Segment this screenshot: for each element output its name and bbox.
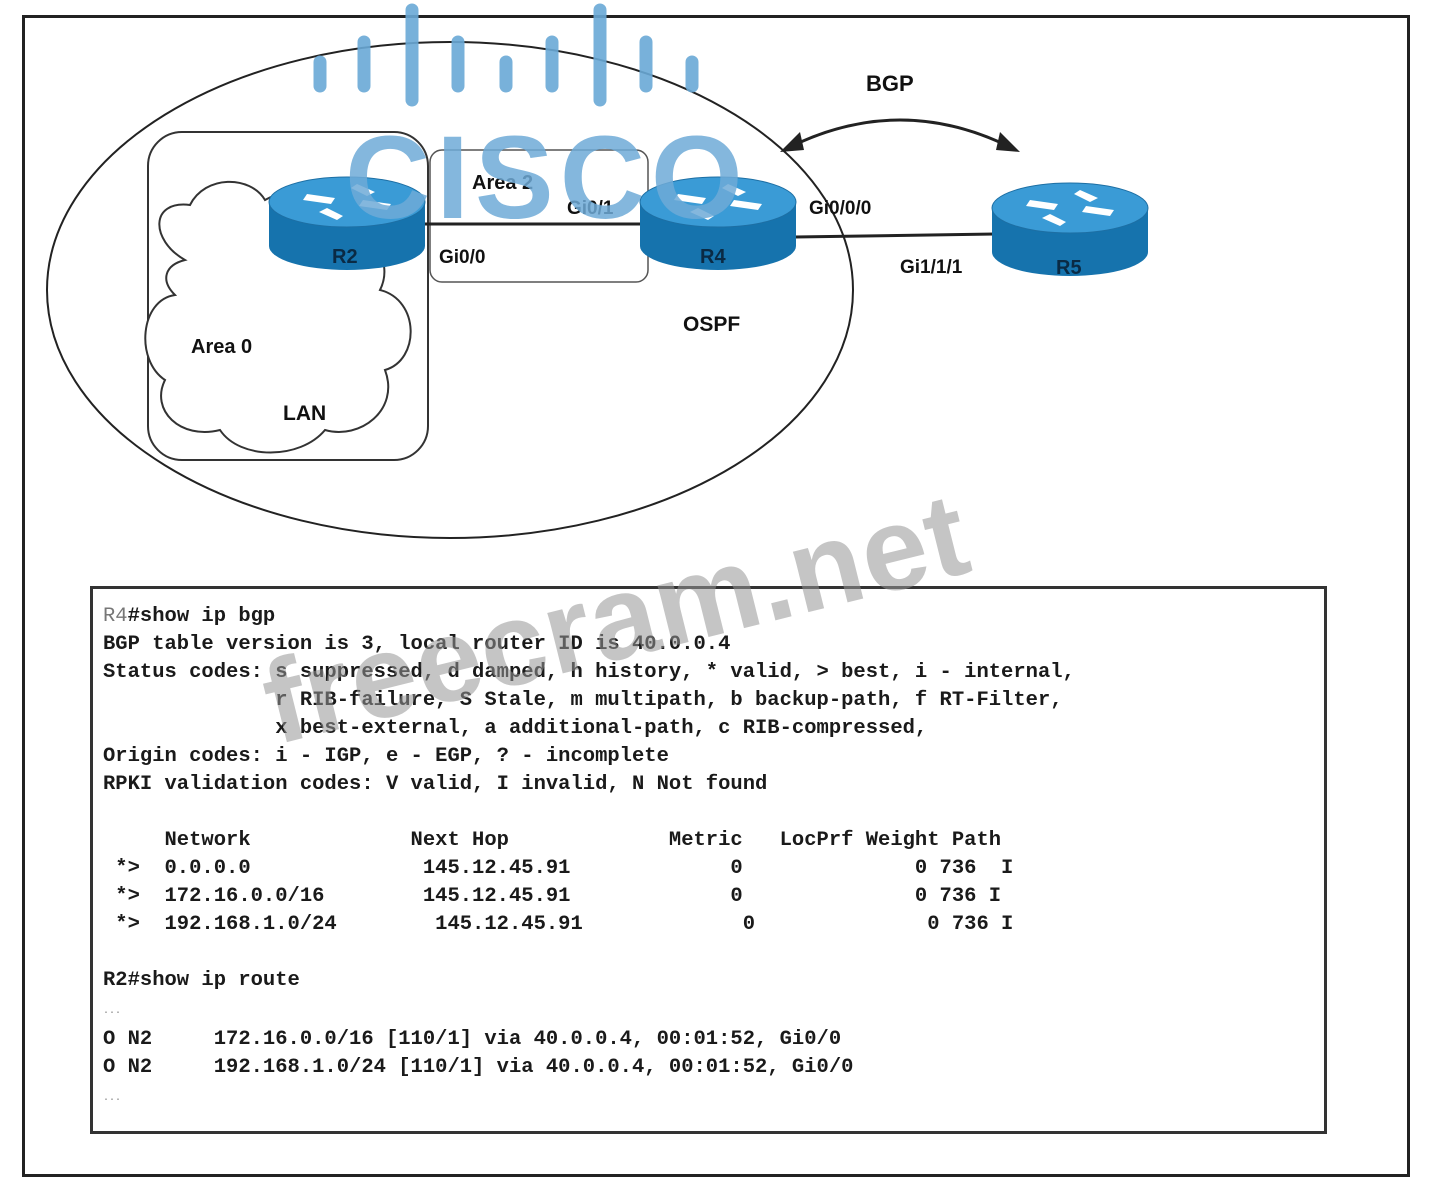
bgp-line: Origin codes: i - IGP, e - EGP, ? - inco… <box>103 745 669 768</box>
route-line: O N2 172.16.0.0/16 [110/1] via 40.0.0.4,… <box>103 1028 842 1051</box>
router-r4-label: R4 <box>700 246 726 268</box>
area0-label: Area 0 <box>191 336 252 358</box>
router-r4-icon <box>639 176 797 270</box>
bgp-table-row: *> 192.168.1.0/24 145.12.45.91 0 0 736 I <box>103 913 1014 936</box>
cisco-logo-bars <box>313 3 699 107</box>
cli-output-panel: R4#show ip bgp BGP table version is 3, l… <box>90 586 1327 1134</box>
route-command: R2#show ip route <box>103 969 300 992</box>
bgp-line: x best-external, a additional-path, c RI… <box>103 717 928 740</box>
area0-box <box>147 131 429 461</box>
ospf-domain-ellipse <box>46 41 854 539</box>
route-ellipsis-top: ... <box>103 1006 122 1017</box>
lan-label: LAN <box>283 402 326 425</box>
ospf-label: OSPF <box>683 313 740 336</box>
bgp-table-row: *> 0.0.0.0 145.12.45.91 0 0 736 I <box>103 857 1014 880</box>
route-line: O N2 192.168.1.0/24 [110/1] via 40.0.0.4… <box>103 1056 854 1079</box>
bgp-line: Status codes: s suppressed, d damped, h … <box>103 661 1075 684</box>
bgp-line: r RIB-failure, S Stale, m multipath, b b… <box>103 689 1063 712</box>
link-r4-r5 <box>794 232 996 239</box>
router-r2-label: R2 <box>332 246 358 268</box>
bgp-table-header: Network Next Hop Metric LocPrf Weight Pa… <box>103 829 1002 852</box>
r4-gi0-0-0-label: Gi0/0/0 <box>809 198 871 219</box>
r4-gi0-1-label: Gi0/1 <box>567 198 614 219</box>
bgp-line: BGP table version is 3, local router ID … <box>103 633 731 656</box>
bgp-arrowhead-left <box>780 132 804 152</box>
bgp-arrow <box>787 118 1013 150</box>
router-r5-icon <box>991 182 1149 276</box>
bgp-arrowhead-right <box>996 132 1020 152</box>
network-diagram: R2 R4 R5 BGP OSPF Area 2 Area 0 LAN Gi0/… <box>46 3 1149 539</box>
router-r2-icon <box>268 176 426 270</box>
bgp-table-row: *> 172.16.0.0/16 145.12.45.91 0 0 736 I <box>103 885 1002 908</box>
r5-gi1-1-1-label: Gi1/1/1 <box>900 257 963 278</box>
area2-label: Area 2 <box>472 172 533 194</box>
bgp-prompt: R4 <box>103 605 128 628</box>
bgp-label: BGP <box>866 71 914 96</box>
router-r5-label: R5 <box>1056 257 1082 279</box>
route-ellipsis-bottom: ... <box>103 1093 122 1104</box>
bgp-command: #show ip bgp <box>127 605 276 628</box>
cli-output: R4#show ip bgp BGP table version is 3, l… <box>103 603 1314 1113</box>
bgp-line: RPKI validation codes: V valid, I invali… <box>103 773 768 796</box>
r2-gi0-0-label: Gi0/0 <box>439 247 485 268</box>
